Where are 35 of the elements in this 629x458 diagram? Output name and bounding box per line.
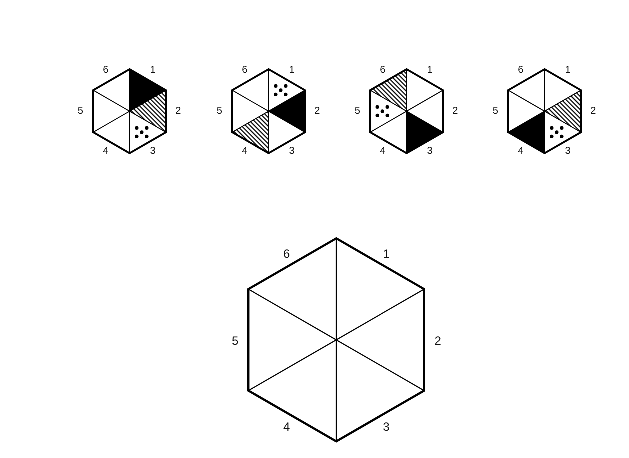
side-number: 3 [565, 147, 571, 158]
side-number: 4 [380, 147, 386, 158]
side-number: 1 [565, 66, 571, 76]
segmented-hexagon [368, 68, 444, 155]
segmented-hexagon [247, 237, 426, 444]
side-number: 2 [434, 334, 442, 346]
side-number: 6 [518, 66, 524, 76]
side-number: 5 [232, 334, 239, 346]
side-number: 5 [216, 106, 222, 116]
segmented-hexagon [92, 68, 168, 155]
side-number: 5 [492, 106, 498, 116]
side-number: 6 [380, 66, 386, 76]
side-number: 2 [176, 106, 182, 116]
side-number: 6 [103, 66, 109, 76]
side-number: 4 [242, 147, 248, 158]
side-number: 2 [452, 106, 458, 116]
side-number: 6 [242, 66, 248, 76]
side-number: 1 [383, 248, 390, 260]
side-number: 6 [284, 248, 290, 260]
side-number: 1 [150, 66, 156, 76]
side-number: 3 [150, 147, 156, 158]
side-number: 3 [289, 147, 295, 158]
side-number: 4 [518, 147, 524, 158]
side-number: 5 [354, 106, 360, 116]
side-number: 5 [78, 106, 84, 116]
segmented-hexagon [230, 68, 306, 155]
side-number: 3 [383, 420, 390, 433]
side-number: 4 [103, 147, 109, 158]
side-number: 1 [289, 66, 295, 76]
segmented-hexagon [506, 68, 582, 155]
side-number: 3 [427, 147, 433, 158]
side-number: 2 [590, 106, 596, 116]
side-number: 2 [314, 106, 320, 116]
side-number: 1 [427, 66, 433, 76]
side-number: 4 [284, 420, 290, 433]
